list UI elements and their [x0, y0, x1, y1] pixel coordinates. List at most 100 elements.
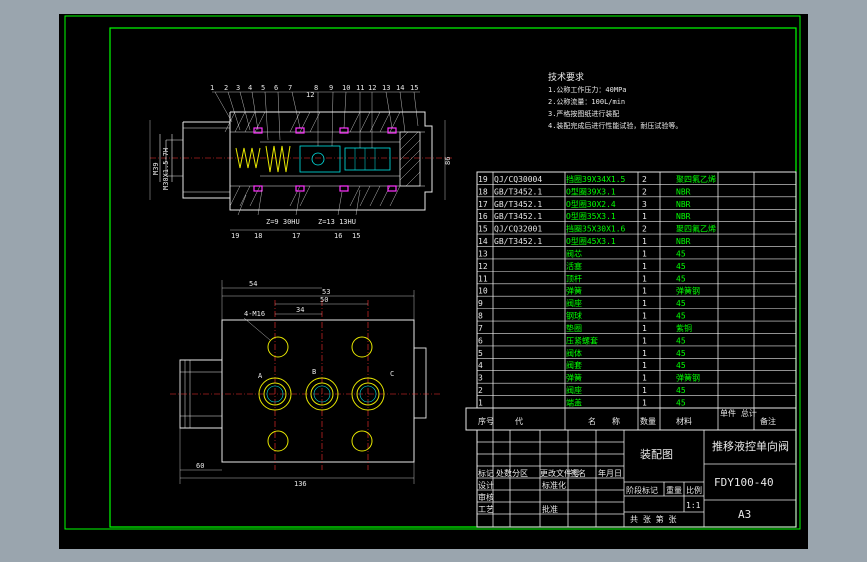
dim-label: 136 [294, 480, 307, 488]
outer-border [64, 15, 801, 530]
bom-cell-no: 10 [478, 287, 488, 296]
bom-cell-no: 12 [478, 262, 488, 271]
svg-text:16: 16 [334, 232, 342, 240]
bom-cell-code: QJ/CQ32001 [494, 225, 542, 234]
svg-text:2: 2 [224, 84, 228, 92]
dim-label: Z=9 30HU [266, 218, 300, 226]
bom-cell-name: O型圈39X3.1 [566, 187, 616, 196]
dim-label: Z=13 13HU [318, 218, 356, 226]
svg-text:3: 3 [236, 84, 240, 92]
bom-cell-name: 垫圈 [566, 323, 582, 333]
bom-cell-no: 14 [478, 237, 488, 246]
tb-scale: 比例 [686, 485, 702, 495]
drawing-type: 装配图 [640, 448, 673, 461]
svg-text:15: 15 [352, 232, 360, 240]
drawing-name: 推移液控单向阀 [712, 439, 789, 453]
bom-cell-name: O型圈30X2.4 [566, 200, 616, 209]
bom-cell-mat: NBR [676, 212, 691, 221]
bom-cell-mat: NBR [676, 187, 691, 196]
bom-cell-name: 弹簧 [566, 373, 582, 383]
bom-cell-qty: 1 [642, 237, 647, 246]
note-line: 2.公称流量：100L/min [548, 97, 625, 106]
dim-label: 86 [444, 157, 452, 165]
bom-header-name: 称 [612, 416, 620, 426]
bom-cell-mat: 45 [676, 349, 686, 358]
notes-title: 技术要求 [548, 71, 584, 83]
bom-cell-no: 15 [478, 225, 488, 234]
bom-cell-no: 9 [478, 299, 483, 308]
bom-cell-name: 端盖 [566, 398, 582, 408]
bom-cell-qty: 1 [642, 374, 647, 383]
bom-cell-qty: 1 [642, 312, 647, 321]
svg-text:6: 6 [274, 84, 278, 92]
bom-cell-mat: 弹簧钢 [676, 286, 700, 296]
bom-cell-name: 挡圈35X30X1.6 [566, 224, 626, 234]
bom-cell-qty: 1 [642, 386, 647, 395]
dim-label: 12 [306, 91, 314, 99]
note-line: 1.公称工作压力：40MPa [548, 85, 627, 94]
dim-label: M30X1.5-7H [162, 148, 170, 190]
svg-text:18: 18 [254, 232, 262, 240]
bom-cell-code: GB/T3452.1 [494, 187, 542, 196]
note-line: 4.装配完成后进行性能试验，耐压试验等。 [548, 121, 682, 130]
bom-cell-mat: 聚四氟乙烯 [676, 224, 716, 234]
bom-header-qty: 数量 [640, 416, 656, 426]
drawing-canvas [59, 14, 808, 549]
bom-cell-name: 弹簧 [566, 286, 582, 296]
bom-cell-mat: 45 [676, 299, 686, 308]
bom-cell-qty: 1 [642, 287, 647, 296]
bom-cell-mat: 45 [676, 312, 686, 321]
tb-weight: 重量 [666, 485, 682, 495]
dim-label: 50 [320, 296, 328, 304]
svg-text:4: 4 [248, 84, 252, 92]
bom-cell-qty: 1 [642, 262, 647, 271]
drawing-no: FDY100-40 [714, 476, 774, 489]
bom-cell-mat: 聚四氟乙烯 [676, 174, 716, 184]
port-label-a: A [258, 372, 263, 380]
bom-cell-qty: 1 [642, 212, 647, 221]
bom-cell-qty: 1 [642, 299, 647, 308]
front-view: 54 53 50 34 4-M16 60 136 A B C [170, 280, 440, 488]
bom-cell-no: 7 [478, 324, 483, 333]
port-label-b: B [312, 368, 316, 376]
bom-header-note: 备注 [760, 416, 776, 426]
bom-cell-code: GB/T3452.1 [494, 212, 542, 221]
dim-label: 4-M16 [244, 310, 265, 318]
bom-cell-qty: 2 [642, 187, 647, 196]
bom-cell-no: 11 [478, 274, 488, 283]
bom-cell-code: GB/T3452.1 [494, 200, 542, 209]
bom-cell-qty: 1 [642, 349, 647, 358]
tb-zone: 分区 [512, 469, 528, 478]
svg-text:5: 5 [261, 84, 265, 92]
bom-cell-mat: 45 [676, 361, 686, 370]
bom-header-no: 序号 [478, 416, 494, 426]
bom-cell-qty: 2 [642, 175, 647, 184]
bom-cell-no: 3 [478, 374, 483, 383]
dim-label: 53 [322, 288, 330, 296]
svg-text:7: 7 [288, 84, 292, 92]
bom-cell-no: 19 [478, 175, 488, 184]
svg-text:8: 8 [314, 84, 318, 92]
bom-cell-qty: 1 [642, 336, 647, 345]
bom-header-unit: 单件 总计 [720, 408, 757, 418]
bom-cell-mat: 45 [676, 386, 686, 395]
technical-notes: 技术要求 1.公称工作压力：40MPa 2.公称流量：100L/min 3.严格… [548, 71, 682, 130]
tb-check: 审核 [478, 492, 494, 502]
port-label-c: C [390, 370, 394, 378]
bom-cell-mat: 45 [676, 336, 686, 345]
bom-cell-name: 阀套 [566, 360, 582, 370]
tb-sheet-info: 共 张 第 张 [630, 514, 676, 524]
svg-text:11: 11 [356, 84, 364, 92]
tb-std: 标准化 [542, 480, 566, 490]
dim-label: 54 [249, 280, 257, 288]
tb-process: 工艺 [478, 505, 494, 514]
bom-header-code: 代 [515, 416, 523, 426]
bom-cell-qty: 3 [642, 200, 647, 209]
tb-scale-val: 1:1 [686, 501, 701, 510]
tb-design: 设计 [478, 480, 494, 490]
bom-cell-code: GB/T3452.1 [494, 237, 542, 246]
svg-text:9: 9 [329, 84, 333, 92]
svg-text:1: 1 [210, 84, 214, 92]
